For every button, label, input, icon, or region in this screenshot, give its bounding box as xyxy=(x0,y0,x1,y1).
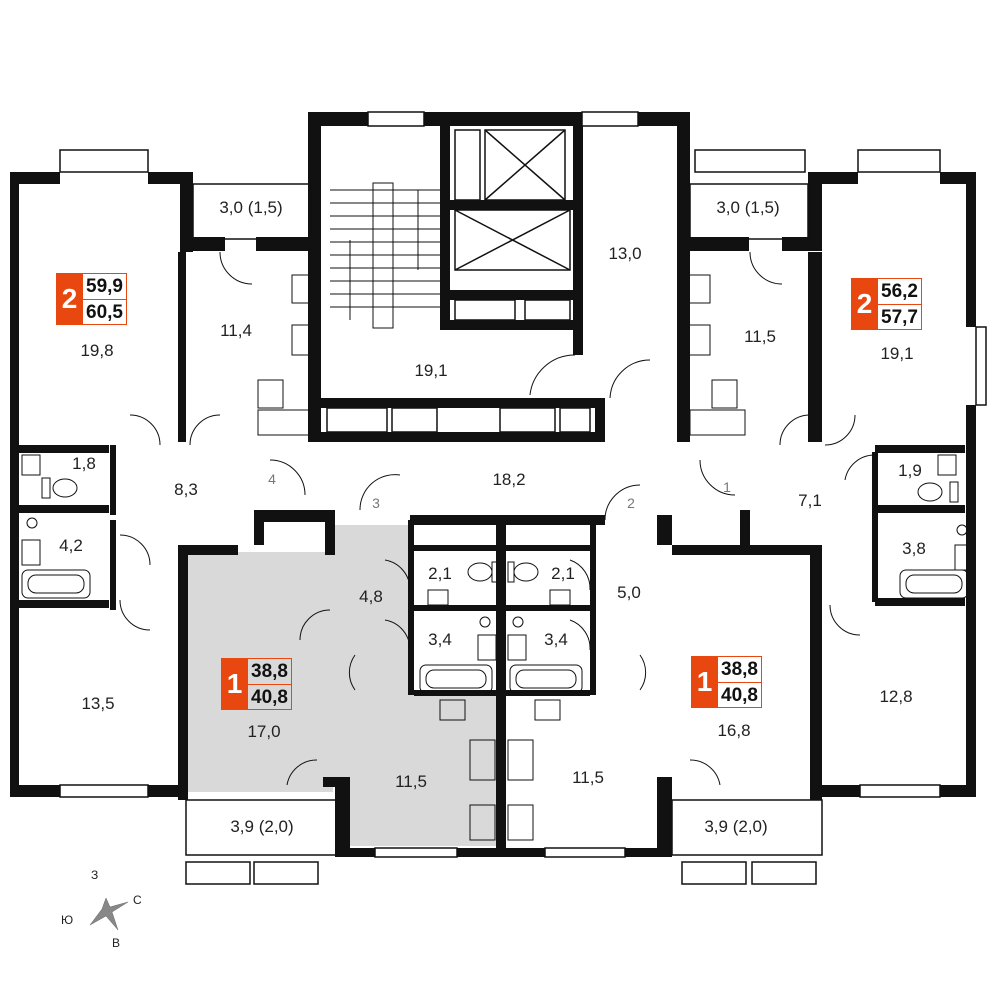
room-area: 11,4 xyxy=(220,321,252,340)
room-area: 18,2 xyxy=(492,470,526,489)
room-area: 2,1 xyxy=(551,564,575,583)
balconies xyxy=(185,183,823,856)
room-area: 3,8 xyxy=(902,539,926,558)
room-area: 3,4 xyxy=(544,630,568,649)
area-full: 57,7 xyxy=(881,307,918,328)
room-area: 7,1 xyxy=(798,491,822,510)
entrance-number: 4 xyxy=(268,471,276,487)
room-count: 2 xyxy=(56,273,83,325)
room-area: 3,0 (1,5) xyxy=(219,198,283,217)
area-total: 59,9 xyxy=(83,274,126,300)
entrance-number: 2 xyxy=(627,495,635,511)
windows xyxy=(59,111,987,885)
room-area: 2,1 xyxy=(428,564,452,583)
entrance-number: 1 xyxy=(723,479,731,495)
room-count: 1 xyxy=(691,656,718,708)
room-area: 17,0 xyxy=(247,722,281,741)
area-total: 38,8 xyxy=(718,657,761,683)
room-area: 5,0 xyxy=(617,583,641,602)
room-area: 3,4 xyxy=(428,630,452,649)
room-area: 1,9 xyxy=(898,461,922,480)
doors xyxy=(119,251,876,786)
entrance-number: 3 xyxy=(372,495,380,511)
room-area: 13,5 xyxy=(81,694,115,713)
room-area: 11,5 xyxy=(572,768,604,787)
stairs xyxy=(330,182,440,329)
area-full: 40,8 xyxy=(721,685,758,706)
compass-n: З xyxy=(91,868,99,882)
compass-e: С xyxy=(133,893,142,907)
room-area: 13,0 xyxy=(608,244,642,263)
room-area: 1,8 xyxy=(72,454,96,473)
area-total: 38,8 xyxy=(248,659,291,685)
compass-s: В xyxy=(112,936,121,950)
room-area: 11,5 xyxy=(744,327,776,346)
room-area: 4,2 xyxy=(59,536,83,555)
room-area: 12,8 xyxy=(879,687,913,706)
area-full: 60,5 xyxy=(86,302,123,323)
room-area: 16,8 xyxy=(717,721,751,740)
room-count: 2 xyxy=(851,278,878,330)
room-area: 19,1 xyxy=(414,361,448,380)
highlighted-apartment xyxy=(186,525,496,846)
room-area: 4,8 xyxy=(359,587,383,606)
room-area: 8,3 xyxy=(174,480,198,499)
room-area: 19,1 xyxy=(880,344,914,363)
area-total: 56,2 xyxy=(878,279,921,305)
fixtures xyxy=(21,274,974,841)
room-area: 3,9 (2,0) xyxy=(230,817,294,836)
room-area: 11,5 xyxy=(395,772,427,791)
room-area: 19,8 xyxy=(80,341,114,360)
walls xyxy=(10,112,976,857)
elevators xyxy=(326,129,591,433)
room-area: 3,0 (1,5) xyxy=(716,198,780,217)
compass-w: Ю xyxy=(61,913,74,927)
room-count: 1 xyxy=(221,658,248,710)
room-area: 3,9 (2,0) xyxy=(704,817,768,836)
area-full: 40,8 xyxy=(251,687,288,708)
